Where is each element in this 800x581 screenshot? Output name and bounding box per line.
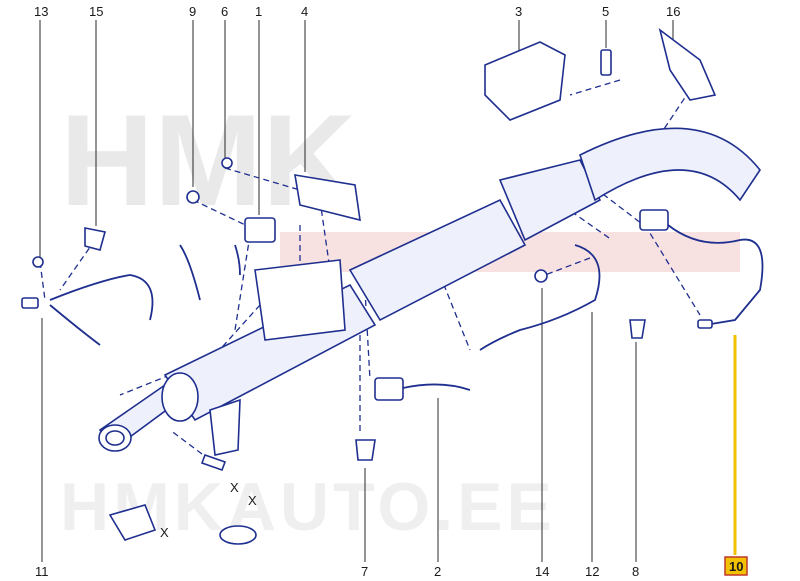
part-13-nut xyxy=(32,256,44,268)
part-9-nut xyxy=(186,190,200,204)
tailpipe xyxy=(579,127,761,202)
part-10-sensor-wire xyxy=(667,224,764,326)
part-11-sensor xyxy=(21,297,39,309)
watermark: HMK HMKAUTO.EE xyxy=(60,87,740,545)
part-11-sensor-wire xyxy=(49,274,154,346)
part-15-clip xyxy=(84,227,107,251)
part-6-nut xyxy=(221,157,233,169)
part-2-wire xyxy=(402,383,471,391)
view-mark-3: X xyxy=(248,493,257,508)
detail-clamp xyxy=(219,525,257,545)
rear-pipe-joint xyxy=(498,159,602,242)
part-7-clip xyxy=(355,439,376,461)
callout-2: 2 xyxy=(434,564,441,579)
callout-6: 6 xyxy=(221,4,228,19)
callout-5: 5 xyxy=(602,4,609,19)
exhaust-assembly xyxy=(98,127,761,472)
view-mark-1: X xyxy=(230,480,239,495)
part-sensor-connector xyxy=(639,209,669,231)
detail-view: X X X xyxy=(108,480,257,545)
view-mark-2: X xyxy=(160,525,169,540)
callout-3: 3 xyxy=(515,4,522,19)
part-3-bracket xyxy=(484,41,566,121)
callout-16: 16 xyxy=(666,4,680,19)
callout-10: 10 xyxy=(729,559,743,574)
part-4-bracket xyxy=(294,174,361,222)
heat-shield-bracket xyxy=(209,398,241,456)
part-8-clip xyxy=(629,319,646,339)
callout-13: 13 xyxy=(34,4,48,19)
assembly-lines xyxy=(39,79,701,461)
watermark-brand: HMK xyxy=(60,87,356,233)
callout-9: 9 xyxy=(189,4,196,19)
drain-cap xyxy=(200,453,227,472)
callout-1: 1 xyxy=(255,4,262,19)
callout-15: 15 xyxy=(89,4,103,19)
callout-7: 7 xyxy=(361,564,368,579)
part-1-wires xyxy=(179,244,241,301)
part-2-sensor-module xyxy=(374,377,404,401)
callout-11: 11 xyxy=(35,564,49,579)
mid-pipe xyxy=(348,198,527,322)
callout-4: 4 xyxy=(301,4,308,19)
callout-14: 14 xyxy=(535,564,549,579)
detail-bracket xyxy=(108,504,157,541)
leader-lines xyxy=(39,20,737,562)
small-parts xyxy=(21,28,764,461)
pipe-flange-inner xyxy=(105,430,125,446)
filter-heat-shield xyxy=(254,259,346,341)
callout-12: 12 xyxy=(585,564,599,579)
callout-labels: 13 15 9 6 1 4 3 5 16 11 7 2 14 12 8 10 xyxy=(34,4,748,579)
part-16-hanger xyxy=(658,28,717,101)
part-1-module xyxy=(244,217,276,243)
filter-inlet xyxy=(161,372,199,422)
part-10-sensor-tip xyxy=(697,319,713,329)
part-12-sensor-wire xyxy=(479,244,601,351)
part-5-bolt xyxy=(600,49,612,76)
callout-8: 8 xyxy=(632,564,639,579)
part-14-nut xyxy=(534,269,548,283)
callout-10-highlight-box xyxy=(724,556,748,576)
